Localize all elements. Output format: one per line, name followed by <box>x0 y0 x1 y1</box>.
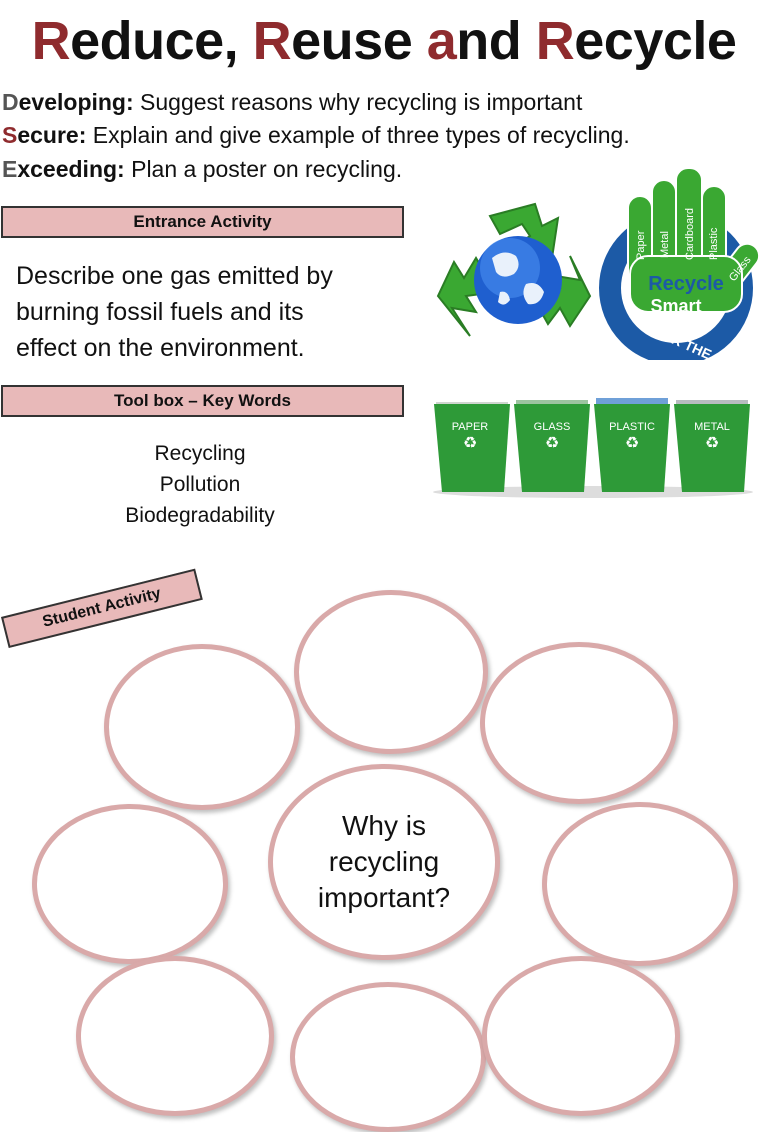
mindmap-bubble[interactable] <box>104 644 300 810</box>
central-question: Why is recycling important? <box>317 810 451 913</box>
recycle-smart-badge: Paper Metal Cardboard Plastic Glass Recy… <box>599 167 761 360</box>
toolbox-heading: Tool box – Key Words <box>1 385 404 417</box>
svg-text:Metal: Metal <box>659 231 671 258</box>
mindmap-center-bubble <box>268 764 500 960</box>
objective-secure: Secure: Explain and give example of thre… <box>2 122 630 148</box>
keyword-item: Recycling <box>154 442 246 465</box>
svg-text:Recycle: Recycle <box>648 273 724 295</box>
svg-text:GLASS: GLASS <box>534 421 571 433</box>
entrance-activity-heading: Entrance Activity <box>1 206 404 238</box>
svg-text:♻: ♻ <box>463 435 477 452</box>
svg-text:♻: ♻ <box>625 435 639 452</box>
entrance-question: Describe one gas emitted by burning foss… <box>16 262 333 362</box>
student-activity-heading: Student Activity <box>1 568 203 649</box>
svg-text:PLASTIC: PLASTIC <box>609 421 655 433</box>
svg-text:Smart: Smart <box>650 296 701 316</box>
mindmap-bubble[interactable] <box>32 804 228 964</box>
objective-developing: Developing: Suggest reasons why recyclin… <box>2 89 583 115</box>
svg-text:♻: ♻ <box>545 435 559 452</box>
svg-text:Paper: Paper <box>635 230 647 260</box>
svg-text:PAPER: PAPER <box>452 421 489 433</box>
svg-text:Cardboard: Cardboard <box>684 208 696 260</box>
svg-text:♻: ♻ <box>705 435 719 452</box>
mindmap-bubble[interactable] <box>480 642 678 804</box>
keyword-item: Biodegradability <box>125 504 275 527</box>
keyword-item: Pollution <box>159 473 241 496</box>
recycle-globe-icon <box>436 202 592 337</box>
page-title: Reduce, Reuse and Recycle <box>31 11 737 71</box>
objective-exceeding: Exceeding: Plan a poster on recycling. <box>2 156 403 182</box>
svg-text:Plastic: Plastic <box>708 227 720 260</box>
mindmap-bubble[interactable] <box>542 802 738 966</box>
svg-text:METAL: METAL <box>694 421 730 433</box>
mindmap-bubble[interactable] <box>76 956 274 1116</box>
keyword-list: Recycling Pollution Biodegradability <box>90 438 310 531</box>
mindmap-bubble[interactable] <box>294 590 488 754</box>
mindmap-bubble[interactable] <box>290 982 486 1132</box>
mindmap-bubble[interactable] <box>482 956 680 1116</box>
recycling-bins-image: PAPER ♻ GLASS ♻ PLASTIC ♻ METAL ♻ <box>433 398 753 498</box>
